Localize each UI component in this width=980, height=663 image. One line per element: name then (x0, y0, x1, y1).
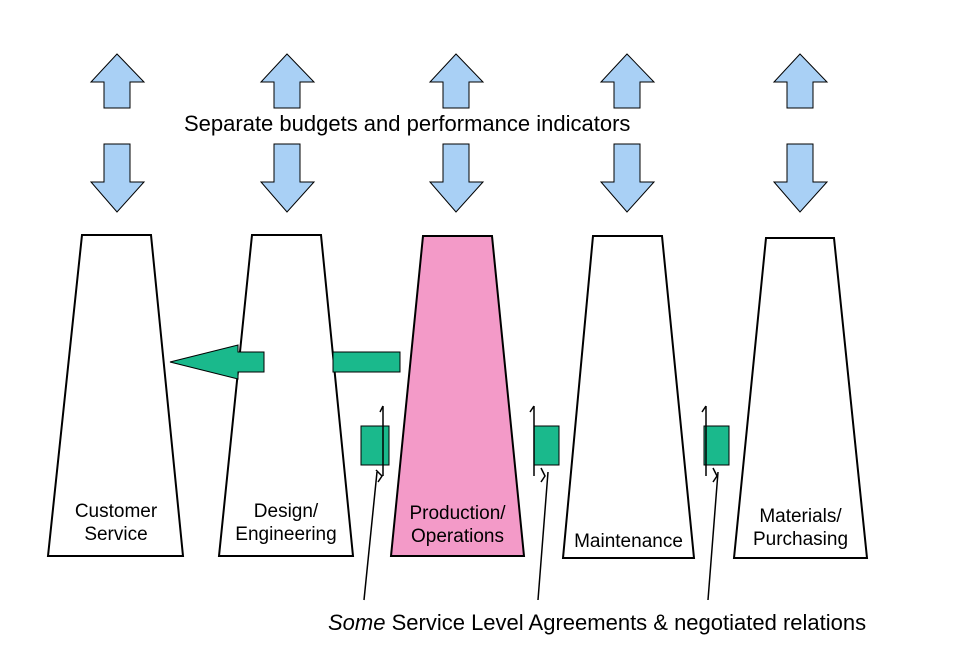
trapezoid-maintenance (561, 235, 696, 559)
department-shapes (46, 234, 869, 559)
label-line: Engineering (235, 524, 337, 545)
label-line: Materials/ (759, 506, 842, 527)
label-design-engineering: Design/ Engineering (220, 500, 352, 546)
label-line: Maintenance (574, 531, 683, 552)
up-arrow-design-engineering (259, 53, 316, 109)
sla-arrow-maintenance-materials (703, 425, 730, 466)
bottom-caption-emphasis: Some (328, 610, 386, 635)
sla-leader-maintenance-materials (707, 471, 719, 601)
label-line: Design/ (253, 501, 319, 522)
flow-arrow-head (169, 344, 265, 380)
sla-leader-production-maintenance (537, 471, 549, 601)
flow-arrow-to-customer-service (169, 344, 401, 380)
down-arrow-materials-purchasing (772, 143, 829, 213)
down-arrow-production-operations (428, 143, 485, 213)
up-arrow-customer-service (89, 53, 146, 109)
label-customer-service: Customer Service (50, 500, 182, 546)
label-line: Operations (411, 526, 504, 547)
trapezoid-design-engineering (217, 234, 355, 557)
bottom-caption-text: Service Level Agreements & negotiated re… (385, 610, 867, 635)
sla-leader-design-production (363, 471, 378, 601)
trapezoid-production-operations (389, 235, 526, 557)
sla-arrow-production-maintenance (533, 425, 560, 466)
label-line: Production/ (409, 503, 506, 524)
label-line: Service (84, 524, 148, 545)
budget-arrows-down (89, 143, 829, 213)
up-arrow-production-operations (428, 53, 485, 109)
label-line: Purchasing (752, 529, 849, 550)
label-materials-purchasing: Materials/ Purchasing (734, 505, 867, 551)
sla-markers (360, 405, 730, 601)
trapezoid-materials-purchasing (732, 237, 869, 559)
label-line: Customer (74, 501, 158, 522)
up-arrow-maintenance (599, 53, 656, 109)
budget-arrows-up (89, 53, 829, 109)
label-maintenance: Maintenance (563, 530, 694, 553)
sla-bracket-design-production (375, 405, 384, 483)
up-arrow-materials-purchasing (772, 53, 829, 109)
down-arrow-maintenance (599, 143, 656, 213)
sla-arrow-design-production (360, 425, 390, 466)
label-production-operations: Production/ Operations (391, 502, 524, 548)
bottom-caption: Some Service Level Agreements & negotiat… (328, 610, 866, 636)
down-arrow-design-engineering (259, 143, 316, 213)
sla-bracket-production-maintenance (529, 405, 546, 483)
flow-arrow-shaft-right (332, 351, 401, 373)
top-caption: Separate budgets and performance indicat… (184, 111, 631, 136)
down-arrow-customer-service (89, 143, 146, 213)
trapezoid-customer-service (46, 234, 185, 557)
